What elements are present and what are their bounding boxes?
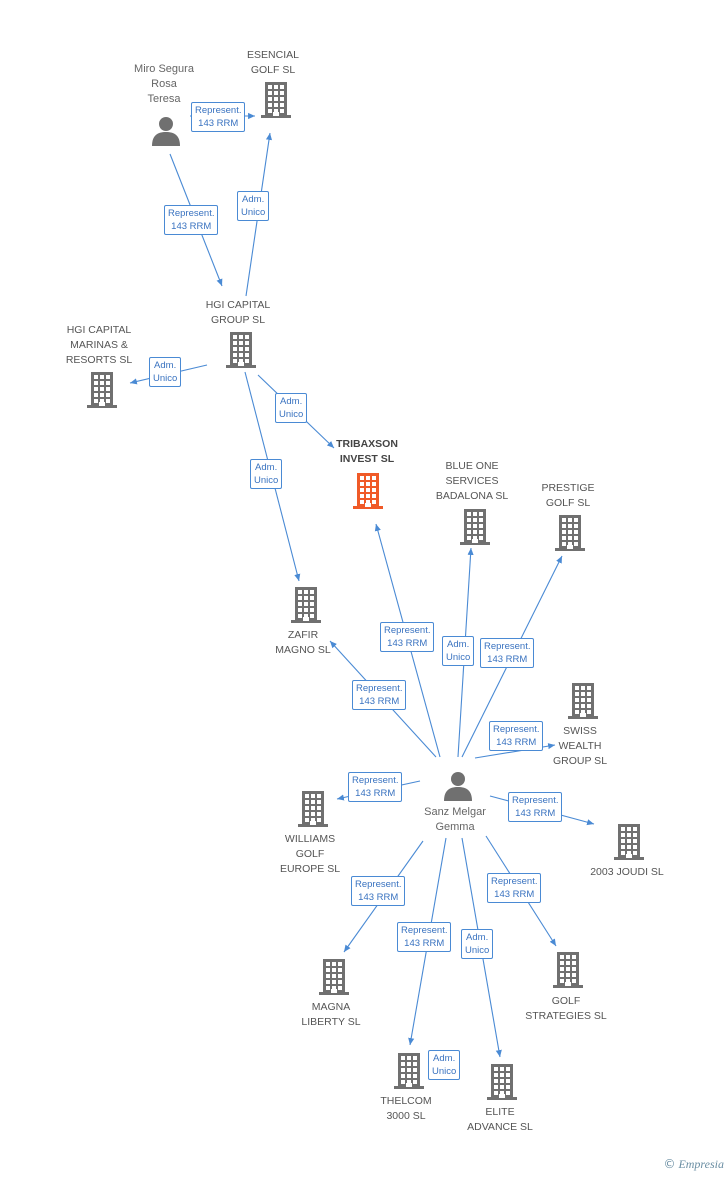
- relation-badge[interactable]: Adm. Unico: [149, 357, 182, 387]
- relation-badge[interactable]: Represent. 143 RRM: [191, 102, 246, 132]
- building-icon[interactable]: [614, 824, 644, 865]
- relation-badge[interactable]: Adm. Unico: [461, 929, 494, 959]
- node-label-williams[interactable]: WILLIAMS GOLF EUROPE SL: [279, 833, 341, 875]
- building-icon[interactable]: [87, 372, 117, 413]
- relation-badge[interactable]: Represent. 143 RRM: [489, 721, 544, 751]
- relation-badge[interactable]: Represent. 143 RRM: [397, 922, 452, 952]
- node-label-blue[interactable]: BLUE ONE SERVICES BADALONA SL: [435, 460, 509, 502]
- building-icon[interactable]: [553, 952, 583, 993]
- node-label-elite[interactable]: ELITE ADVANCE SL: [467, 1106, 533, 1133]
- relation-badge[interactable]: Adm. Unico: [442, 636, 475, 666]
- relation-badge[interactable]: Represent. 143 RRM: [351, 876, 406, 906]
- relation-badge[interactable]: Represent. 143 RRM: [480, 638, 535, 668]
- node-label-miro[interactable]: Miro Segura Rosa Teresa: [134, 63, 194, 105]
- person-icon[interactable]: [151, 116, 181, 151]
- building-icon[interactable]: [555, 515, 585, 556]
- relation-badge[interactable]: Represent. 143 RRM: [348, 772, 403, 802]
- node-label-hgi[interactable]: HGI CAPITAL GROUP SL: [205, 299, 271, 326]
- building-icon[interactable]: [319, 959, 349, 1000]
- node-label-golfstr[interactable]: GOLF STRATEGIES SL: [525, 995, 607, 1022]
- relation-badge[interactable]: Represent. 143 RRM: [352, 680, 407, 710]
- relation-badge[interactable]: Adm. Unico: [250, 459, 283, 489]
- relation-badge[interactable]: Represent. 143 RRM: [487, 873, 542, 903]
- relation-badge[interactable]: Represent. 143 RRM: [164, 205, 219, 235]
- brand-logo: © Empresia: [663, 1157, 724, 1171]
- node-label-joudi[interactable]: 2003 JOUDI SL: [590, 866, 664, 878]
- building-icon[interactable]: [261, 82, 291, 123]
- building-icon[interactable]: [353, 473, 383, 514]
- relation-badge[interactable]: Adm. Unico: [275, 393, 308, 423]
- building-icon[interactable]: [226, 332, 256, 373]
- building-icon[interactable]: [394, 1053, 424, 1094]
- node-label-zafir[interactable]: ZAFIR MAGNO SL: [275, 629, 331, 656]
- relation-badge[interactable]: Represent. 143 RRM: [508, 792, 563, 822]
- node-label-hgim[interactable]: HGI CAPITAL MARINAS & RESORTS SL: [65, 324, 133, 366]
- node-label-magna[interactable]: MAGNA LIBERTY SL: [301, 1001, 361, 1028]
- building-icon[interactable]: [291, 587, 321, 628]
- node-label-sanz[interactable]: Sanz Melgar Gemma: [424, 806, 486, 833]
- relation-badge[interactable]: Adm. Unico: [237, 191, 270, 221]
- node-label-swiss[interactable]: SWISS WEALTH GROUP SL: [552, 725, 608, 767]
- relation-badge[interactable]: Adm. Unico: [428, 1050, 461, 1080]
- building-icon[interactable]: [568, 683, 598, 724]
- node-label-trib[interactable]: TRIBAXSON INVEST SL: [336, 438, 398, 465]
- node-label-thelcom[interactable]: THELCOM 3000 SL: [380, 1095, 432, 1122]
- building-icon[interactable]: [460, 509, 490, 550]
- person-icon[interactable]: [443, 771, 473, 806]
- relation-badge[interactable]: Represent. 143 RRM: [380, 622, 435, 652]
- building-icon[interactable]: [487, 1064, 517, 1105]
- node-label-esencial[interactable]: ESENCIAL GOLF SL: [247, 49, 299, 76]
- building-icon[interactable]: [298, 791, 328, 832]
- node-label-prestige[interactable]: PRESTIGE GOLF SL: [541, 482, 595, 509]
